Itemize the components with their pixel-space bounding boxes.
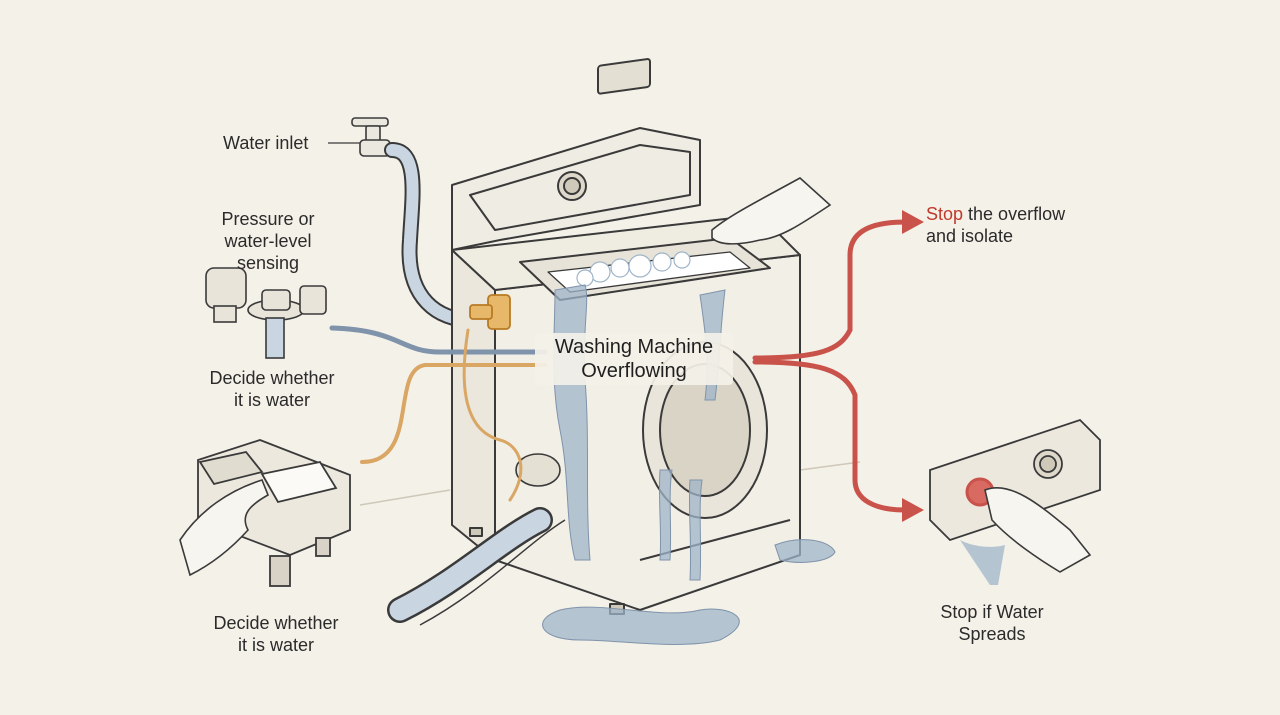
pressure-sensor-icon xyxy=(205,267,327,359)
central-title: Washing Machine Overflowing xyxy=(535,333,733,385)
spread-line-1: Stop if Water xyxy=(940,602,1044,622)
decide1-line-1: Decide whether xyxy=(209,368,335,388)
spread-line-2: Spreads xyxy=(958,624,1026,644)
label-water-inlet-text: Water inlet xyxy=(223,133,309,153)
drain-pump xyxy=(515,453,561,487)
blue-signal-line xyxy=(329,325,548,355)
pressure-line-1: Pressure or xyxy=(221,209,315,229)
label-water-inlet: Water inlet xyxy=(223,132,308,154)
stop-line-2: and isolate xyxy=(926,226,1014,246)
center-line-2: Overflowing xyxy=(581,360,687,382)
orange-internal-line xyxy=(462,328,523,502)
decide2-line-2: it is water xyxy=(237,635,315,655)
stop-rest-text: the overflow xyxy=(963,204,1066,224)
label-decide-whether-2: Decide whether it is water xyxy=(200,612,352,656)
label-stop-if-spreads: Stop if Water Spreads xyxy=(924,601,1060,645)
foam-suds xyxy=(576,251,691,287)
pressure-line-2: water-level xyxy=(224,231,312,251)
orange-signal-line xyxy=(360,363,547,464)
drain-hose xyxy=(387,507,566,626)
stop-accent-word: Stop xyxy=(926,204,964,224)
stop-control-panel xyxy=(929,418,1101,542)
arrow-head-bottom xyxy=(902,498,924,522)
decide1-line-2: it is water xyxy=(233,390,311,410)
hand-left xyxy=(179,479,270,577)
spread-water xyxy=(960,540,1005,585)
hand-right xyxy=(984,487,1092,573)
hand-top xyxy=(711,177,832,245)
label-decide-whether-1: Decide whether it is water xyxy=(196,367,348,411)
arrow-head-top xyxy=(902,210,924,234)
floor-line xyxy=(359,461,861,506)
center-line-1: Washing Machine xyxy=(554,336,714,358)
label-stop-overflow: Stop the overflow and isolate xyxy=(926,203,1065,247)
decide2-line-1: Decide whether xyxy=(213,613,339,633)
label-pressure-sensing: Pressure or water-level sensing xyxy=(200,208,336,274)
red-decision-arrows xyxy=(752,219,908,513)
inlet-valve xyxy=(469,294,511,330)
pressure-line-3: sensing xyxy=(236,253,300,273)
